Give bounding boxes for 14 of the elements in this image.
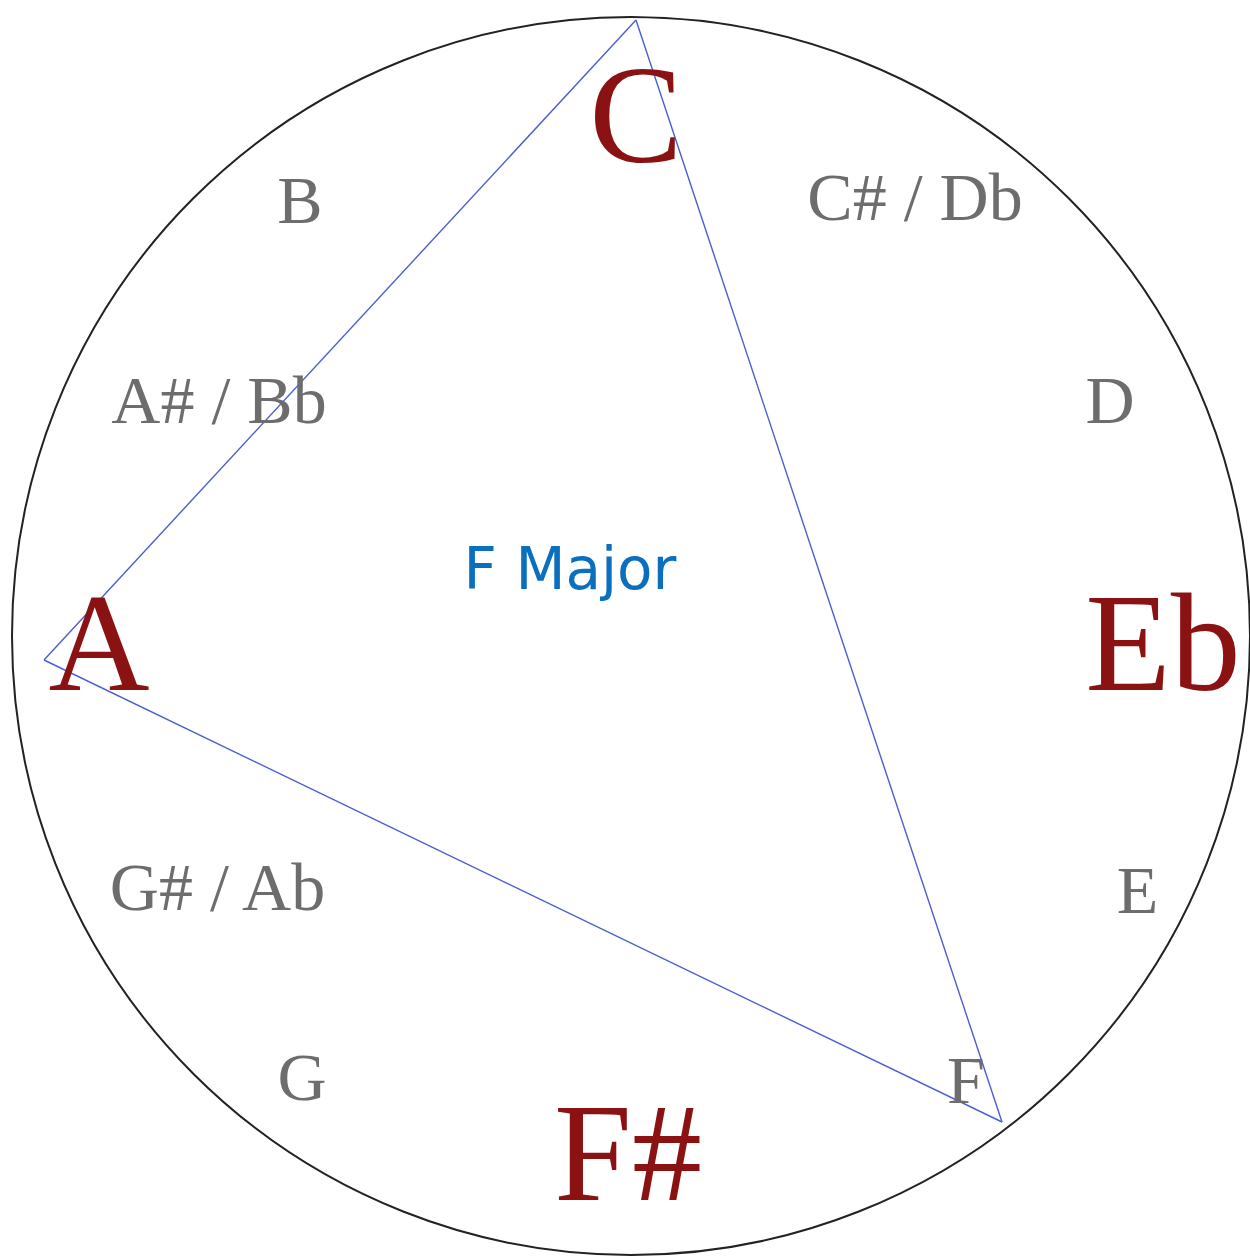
note-label: F [930, 1046, 1002, 1122]
note-label: A [44, 573, 154, 713]
triad-line [635, 19, 1003, 1123]
note-label: D [1070, 366, 1150, 436]
note-label: F# [553, 1083, 703, 1223]
note-label: C# / Db [800, 163, 1030, 233]
note-label: Eb [1082, 573, 1244, 713]
note-label: E [1100, 856, 1175, 926]
note-label: G# / Ab [100, 853, 335, 923]
note-label: B [260, 166, 340, 236]
triad-line [43, 659, 1003, 1123]
triad-line [43, 19, 637, 661]
note-label: G [262, 1043, 342, 1113]
note-label: C [586, 20, 686, 185]
